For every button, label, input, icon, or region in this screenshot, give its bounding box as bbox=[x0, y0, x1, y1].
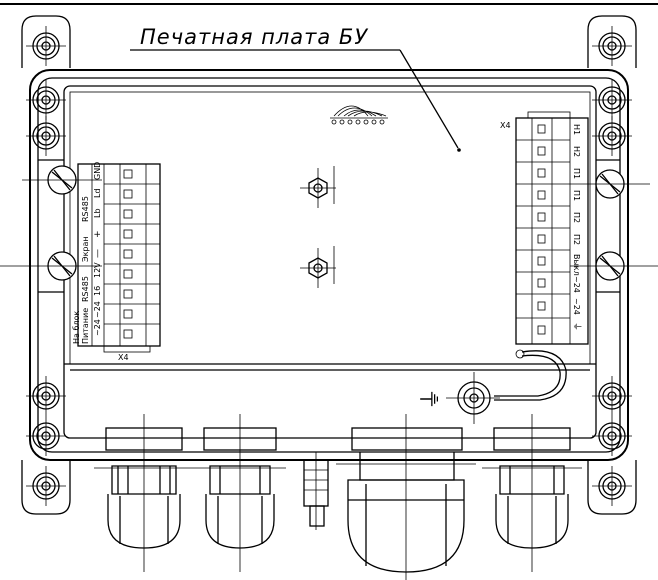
housing-outer bbox=[29, 69, 629, 461]
mounting-ear-right bbox=[587, 15, 637, 515]
right-terminal-label-4: П1 bbox=[572, 190, 581, 201]
cable-gland-3-large bbox=[336, 414, 476, 580]
right-terminal-label-10: ⏚ bbox=[571, 322, 582, 331]
vent-plug bbox=[303, 452, 329, 530]
right-terminal-label-3: П1 bbox=[572, 168, 581, 179]
left-group-label-power: Питание bbox=[81, 308, 90, 344]
right-terminal-label-9: ~24 bbox=[572, 298, 581, 315]
left-terminal-label-4: 12V bbox=[93, 262, 102, 278]
corner-screws bbox=[26, 26, 632, 506]
left-terminal-label-7: Lb bbox=[93, 208, 102, 218]
right-terminal-label-2: H2 bbox=[572, 146, 581, 157]
left-group-label-to-unit: На блок bbox=[72, 311, 81, 344]
left-terminal-label-9: GND bbox=[93, 162, 102, 180]
ground-wire bbox=[494, 350, 567, 401]
left-terminal-label-8: Ld bbox=[93, 188, 102, 198]
left-terminal-label-3: 16 bbox=[93, 286, 102, 296]
cable-gland-2 bbox=[194, 414, 286, 572]
left-group-label-rs485-b: RS485 bbox=[81, 196, 90, 222]
left-connector-bottom-label: X4 bbox=[118, 353, 129, 362]
pcb-standoffs bbox=[300, 166, 336, 288]
left-terminal-label-5: — bbox=[93, 249, 103, 258]
right-terminal-label-8: ~24 bbox=[572, 276, 581, 293]
ground-symbol: ⏚ bbox=[419, 388, 444, 410]
cable-gland-1 bbox=[94, 414, 194, 572]
left-terminal-label-6: + bbox=[93, 230, 103, 238]
left-terminal-label-2: ~24 bbox=[93, 301, 102, 318]
right-terminal-block bbox=[515, 111, 589, 345]
ground-stud bbox=[446, 372, 500, 424]
mounting-ear-left bbox=[21, 15, 71, 515]
side-screws bbox=[0, 165, 658, 281]
left-terminal-label-1: ~24 bbox=[93, 319, 102, 336]
right-terminal-label-6: П2 bbox=[572, 234, 581, 245]
right-connector-top-label: X4 bbox=[500, 121, 511, 130]
right-terminal-label-1: H1 bbox=[572, 124, 581, 135]
pcb-title-label: Печатная плата БУ bbox=[140, 25, 368, 49]
right-terminal-label-7: Выкл bbox=[572, 254, 581, 276]
right-terminal-label-5: П2 bbox=[572, 212, 581, 223]
ribbon-connector bbox=[330, 105, 388, 125]
left-group-label-rs485-a: RS485 bbox=[81, 276, 90, 302]
cable-gland-4 bbox=[482, 414, 582, 572]
left-terminal-block bbox=[77, 163, 161, 353]
left-group-label-screen: Экран bbox=[81, 236, 90, 262]
